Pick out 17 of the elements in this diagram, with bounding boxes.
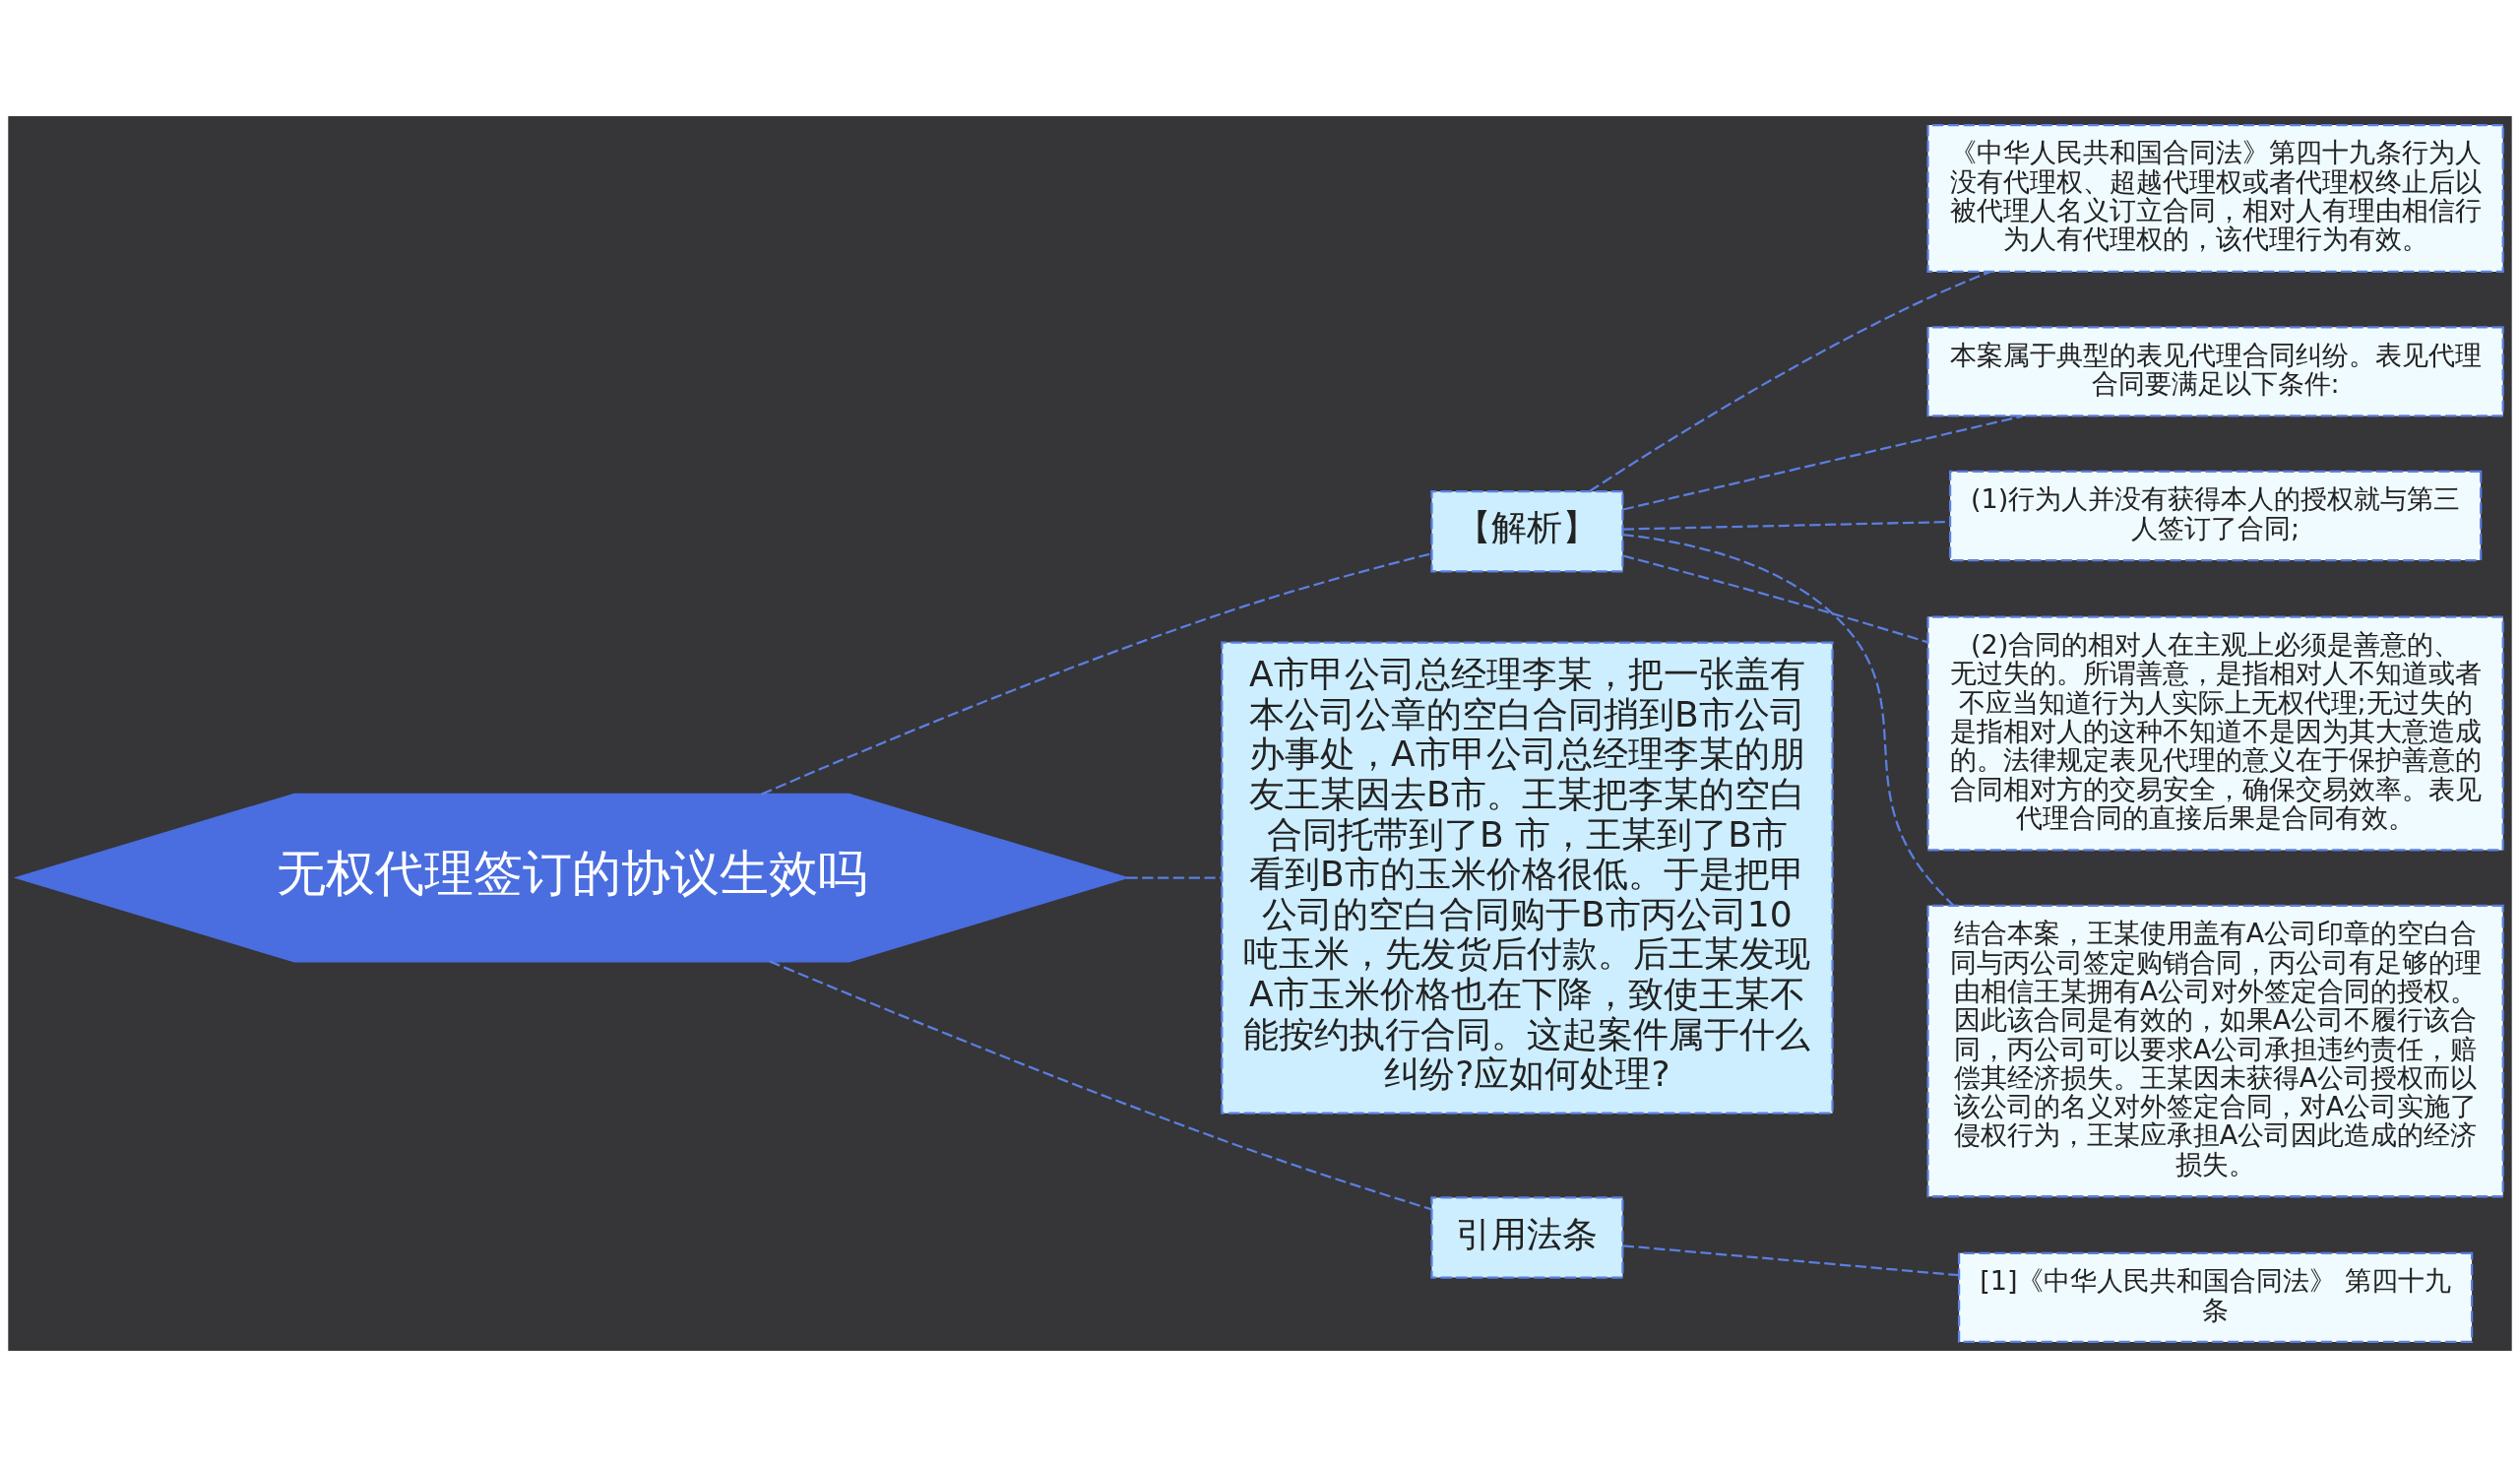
connector [1622,1243,1960,1276]
node-box: 引用法条 [1430,1195,1624,1279]
connector [1622,414,2023,511]
connector [761,551,1432,796]
node-box: A市甲公司总经理李某，把一张盖有本公司公章的空白合同捎到B市公司办事处，A市甲公司总经理李某的朋友王某因去B市。王某把李某的空白合同托带到了B 市，王某到了B市看到B市的玉米价格很低。于是把甲公司的空白合同购于B市丙公司10吨玉米，先发货后付款。后王某发现A市玉米价格也在下降，致使王某不能按约执行合同。这起案件属于什么纠纷?应如何处理? [1221,640,1834,1115]
connector [1589,270,1991,492]
connector [1622,553,1928,643]
connector [1126,875,1222,879]
node-box: (2)合同的相对人在主观上必须是善意的、无过失的。所谓善意，是指相对人不知道或者不应当知道行为人实际上无权代理;无过失的是指相对人的这种不知道不是因为其大意造成的。法律规定表见代理的意义在于保护善意的合同相对方的交易安全，确保交易效率。表见代理合同的直接后果是合同有效。 [1926,614,2504,852]
node-box: 本案属于典型的表见代理合同纠纷。表见代理合同要满足以下条件: [1926,325,2504,417]
node-box: 【解析】 [1430,489,1624,572]
node-box: 结合本案，王某使用盖有A公司印章的空白合同与丙公司签定购销合同，丙公司有足够的理由相信王某拥有A公司对外签定合同的授权。因此该合同是有效的，如果A公司不履行该合同，丙公司可以要求A公司承担违约责任，赔偿其经济损失。王某因未获得A公司授权而以该公司的名义对外签定合同，对A公司实施了侵权行为，王某应承担A公司因此造成的经济损失。 [1926,904,2504,1197]
connector [769,959,1432,1210]
node-box: 《中华人民共和国合同法》第四十九条行为人没有代理权、超越代理权或者代理权终止后以被代理人名义订立合同，相对人有理由相信行为人有代理权的，该代理行为有效。 [1926,123,2504,273]
node-box: [1]《中华人民共和国合同法》 第四十九条 [1957,1251,2474,1343]
node-box: (1)行为人并没有获得本人的授权就与第三人签订了合同; [1948,470,2483,561]
connector [1622,533,1955,907]
